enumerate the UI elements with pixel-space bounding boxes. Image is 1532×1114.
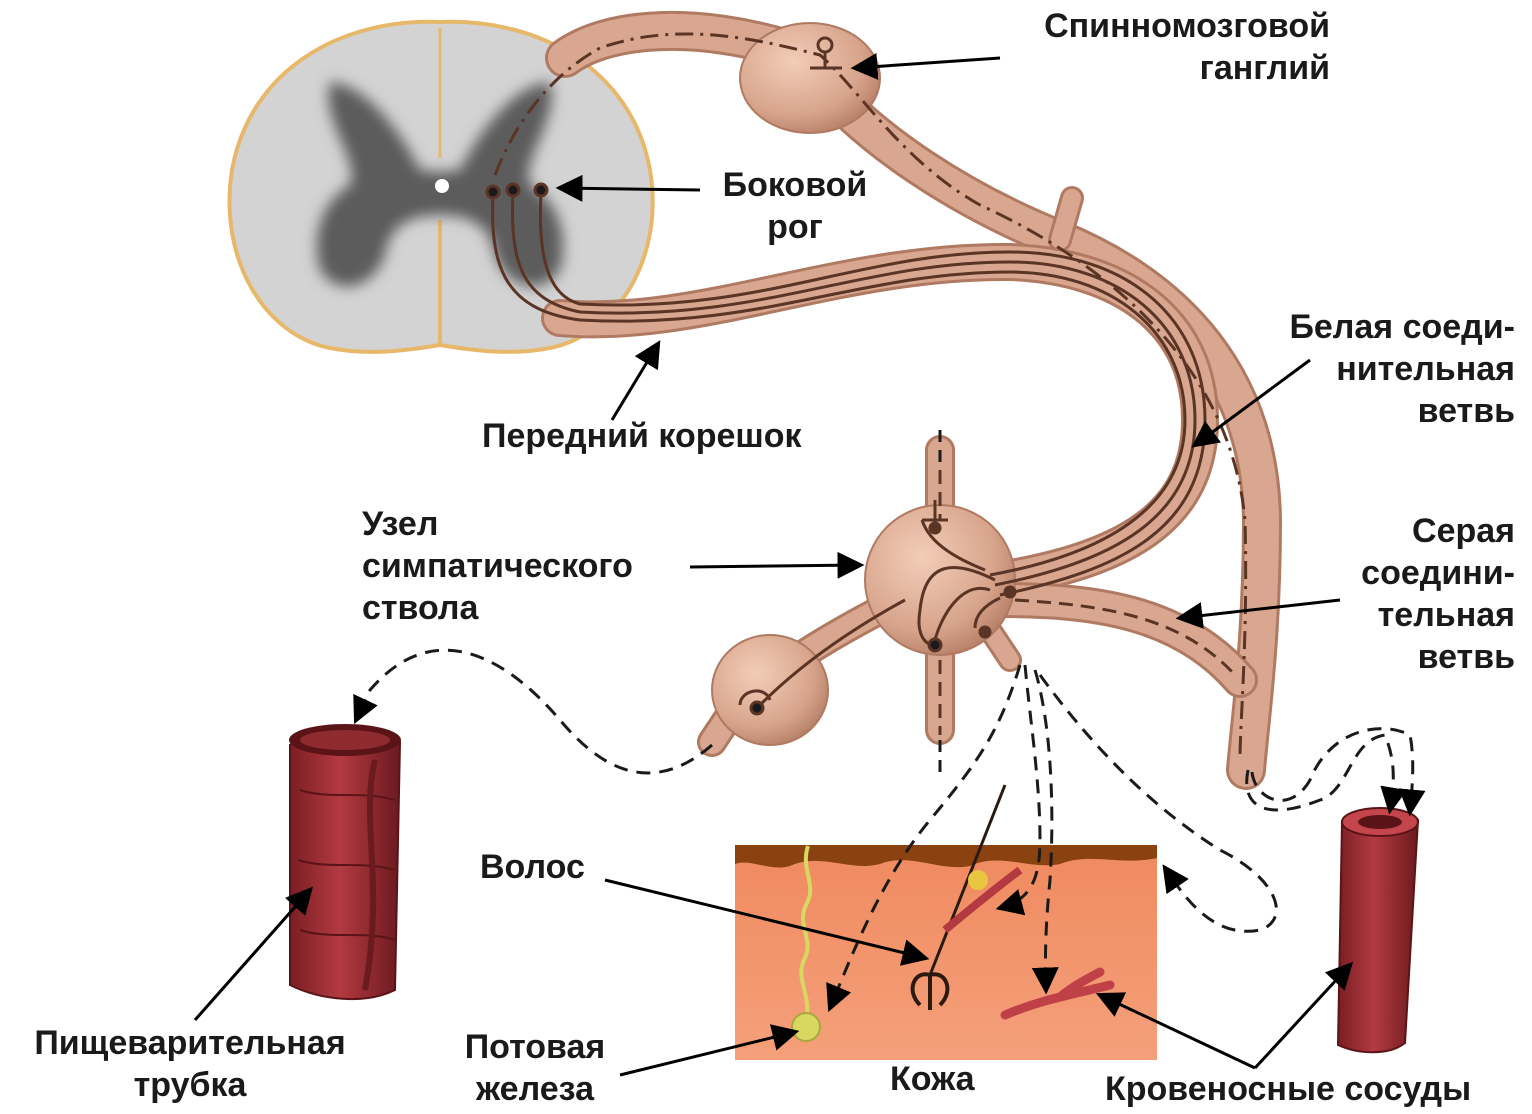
spinal-ganglion <box>740 23 880 133</box>
label-hair: Волос <box>480 846 585 888</box>
label-anterior-root: Передний корешок <box>482 415 802 457</box>
label-skin: Кожа <box>890 1058 975 1100</box>
digestive-tube <box>289 724 401 999</box>
sweat-gland-coil <box>792 1013 820 1041</box>
label-blood-vessels: Кровеносные сосуды <box>1105 1068 1471 1110</box>
label-sweat-gland: Потовая железа <box>445 1026 625 1110</box>
label-white-ramus: Белая соеди- нительная ветвь <box>1240 306 1515 432</box>
label-digestive-tube: Пищеварительная трубка <box>10 1022 370 1106</box>
skin-block <box>735 785 1157 1060</box>
label-sympathetic-node: Узел симпатического ствола <box>362 503 633 629</box>
nerve-trunks <box>560 31 1262 770</box>
prevertebral-ganglion <box>712 635 828 745</box>
label-spinal-ganglion: Спинномозговой ганглий <box>1000 5 1330 89</box>
blood-vessel <box>1338 808 1418 1052</box>
label-lateral-horn: Боковой рог <box>700 164 890 248</box>
label-gray-ramus: Серая соедини- тельная ветвь <box>1300 510 1515 678</box>
